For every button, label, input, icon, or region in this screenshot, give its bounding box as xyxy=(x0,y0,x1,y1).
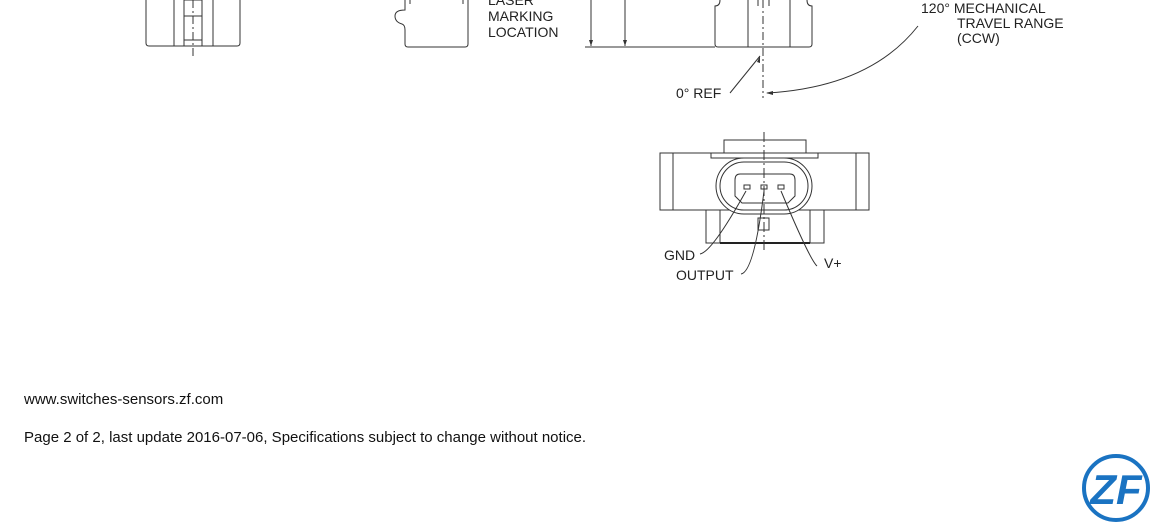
sensor-side-view-middle xyxy=(394,0,469,48)
zf-logo-text: ZF xyxy=(1089,466,1143,513)
zero-ref-label: 0° REF xyxy=(676,85,721,101)
dimension-lines xyxy=(585,0,715,48)
footer-page-note: Page 2 of 2, last update 2016-07-06, Spe… xyxy=(24,429,587,446)
laser-label-line3: LOCATION xyxy=(488,24,559,40)
travel-label-line3: (CCW) xyxy=(957,30,1000,46)
footer-url[interactable]: www.switches-sensors.zf.com xyxy=(24,391,224,408)
laser-label-line2: MARKING xyxy=(488,8,553,24)
sensor-side-view-right xyxy=(714,0,919,98)
travel-label-line1: 120° MECHANICAL xyxy=(921,0,1046,16)
travel-label-line2: TRAVEL RANGE xyxy=(957,15,1064,31)
pin-label-output: OUTPUT xyxy=(676,267,734,283)
connector-front-view xyxy=(659,132,870,275)
laser-label-line1: LASER xyxy=(488,0,534,8)
zf-logo: ZF xyxy=(1082,454,1150,522)
sensor-side-view-left xyxy=(145,0,241,58)
pin-label-gnd: GND xyxy=(664,247,695,263)
pin-label-vplus: V+ xyxy=(824,255,842,271)
